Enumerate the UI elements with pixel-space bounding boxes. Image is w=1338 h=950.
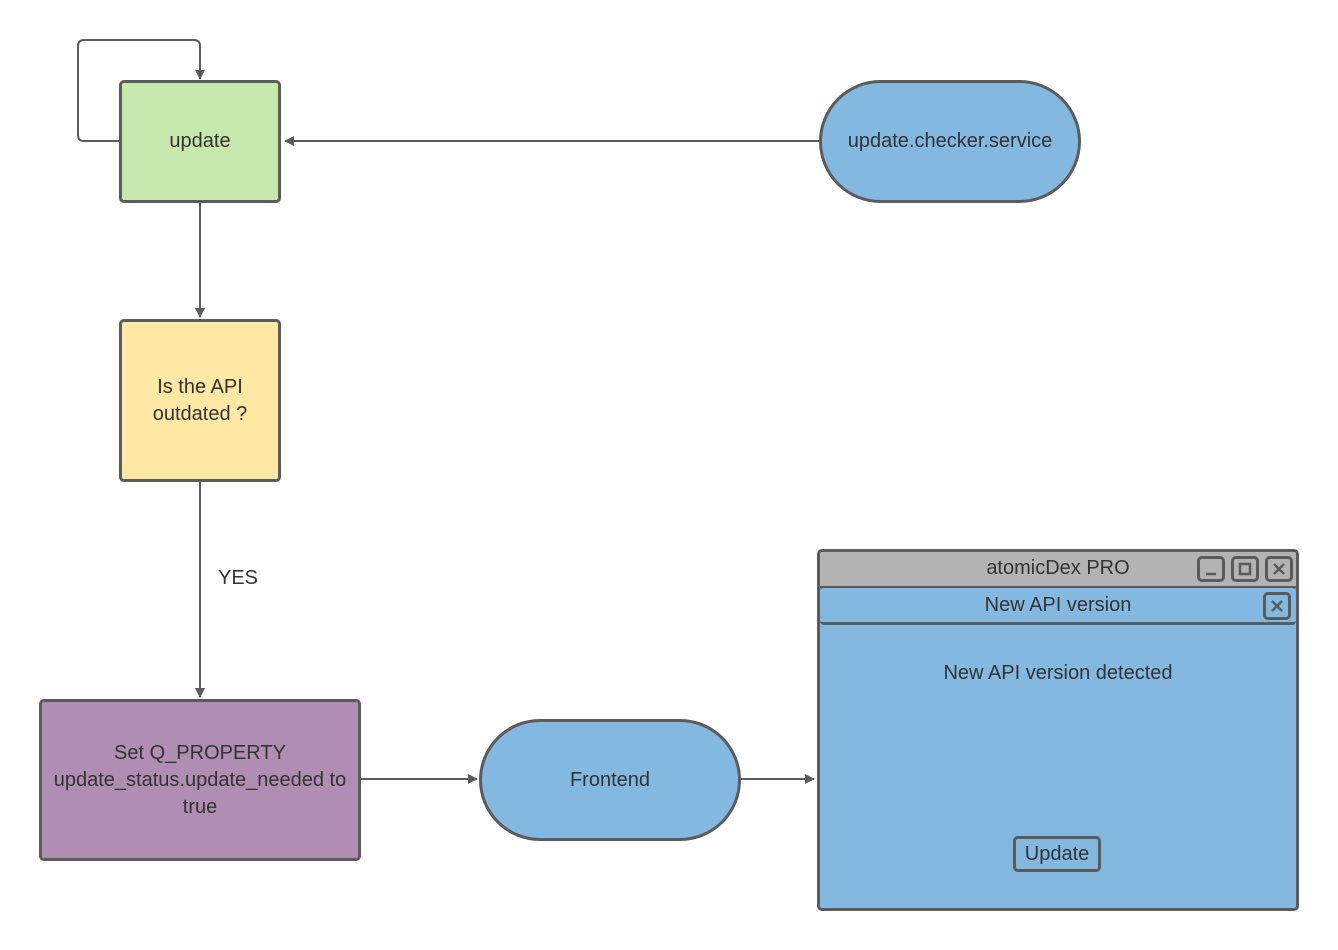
minimize-icon	[1206, 572, 1216, 576]
frontend-label: Frontend	[569, 768, 651, 791]
set-q-property-node: Set Q_PROPERTY update_status.update_need…	[39, 699, 361, 861]
dialog-title: New API version	[984, 594, 1132, 616]
api-outdated-label: Is the API outdated ?	[152, 375, 248, 425]
frontend-node: Frontend	[479, 719, 741, 841]
update-checker-service-node: update.checker.service	[819, 80, 1081, 203]
update-checker-service-label: update.checker.service	[847, 130, 1053, 152]
update-button[interactable]: Update	[1013, 836, 1101, 872]
close-icon	[1273, 563, 1285, 575]
update-node-label: update	[169, 130, 231, 152]
yes-edge-label: YES	[218, 567, 259, 589]
window-title: atomicDex PRO	[986, 557, 1130, 579]
minimize-button[interactable]	[1197, 556, 1225, 582]
api-outdated-decision-node: Is the API outdated ?	[119, 319, 281, 482]
close-icon	[1271, 600, 1283, 612]
atomicdex-window: atomicDex PRO New API version New	[817, 549, 1299, 911]
update-node: update	[119, 80, 281, 203]
window-titlebar: atomicDex PRO	[820, 552, 1296, 588]
window-close-button[interactable]	[1265, 556, 1293, 582]
dialog-close-button[interactable]	[1263, 592, 1291, 620]
maximize-button[interactable]	[1231, 556, 1259, 582]
dialog-header: New API version	[820, 587, 1296, 625]
dialog-message: New API version detected	[943, 662, 1173, 684]
self-loop-arrow	[77, 39, 205, 142]
maximize-icon	[1238, 562, 1252, 576]
set-q-property-label: Set Q_PROPERTY update_status.update_need…	[53, 741, 347, 818]
